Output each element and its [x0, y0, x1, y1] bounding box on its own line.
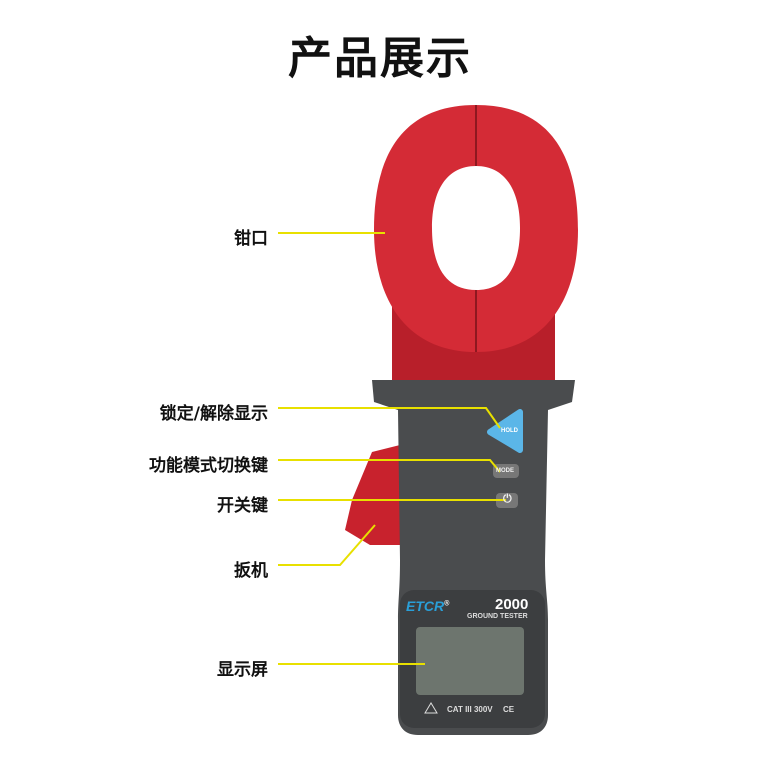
lcd-screen [416, 627, 524, 695]
label-jaw: 钳口 [234, 229, 268, 249]
rating-label: CAT III 300V [447, 705, 493, 714]
model-number: 2000 [495, 596, 529, 613]
page-title: 产品展示 [288, 33, 472, 84]
mode-button [493, 464, 519, 478]
mode-button-label: MODE [496, 468, 514, 474]
trigger [345, 445, 402, 545]
power-button [496, 493, 518, 508]
label-display: 显示屏 [217, 660, 268, 680]
label-power: 开关键 [217, 496, 268, 516]
hold-button-label: HOLD [501, 428, 518, 434]
label-mode: 功能模式切换键 [149, 456, 268, 476]
label-trigger: 扳机 [234, 561, 268, 581]
power-icon: ⏻ [503, 493, 512, 505]
leader-lines [278, 232, 506, 665]
clamp-jaw [374, 105, 578, 352]
model-subtitle: GROUND TESTER [467, 613, 528, 620]
brand-logo: ETCR® [406, 598, 450, 614]
label-hold: 锁定/解除显示 [159, 404, 268, 424]
ce-mark: CE [503, 705, 515, 714]
hold-button [487, 409, 523, 453]
